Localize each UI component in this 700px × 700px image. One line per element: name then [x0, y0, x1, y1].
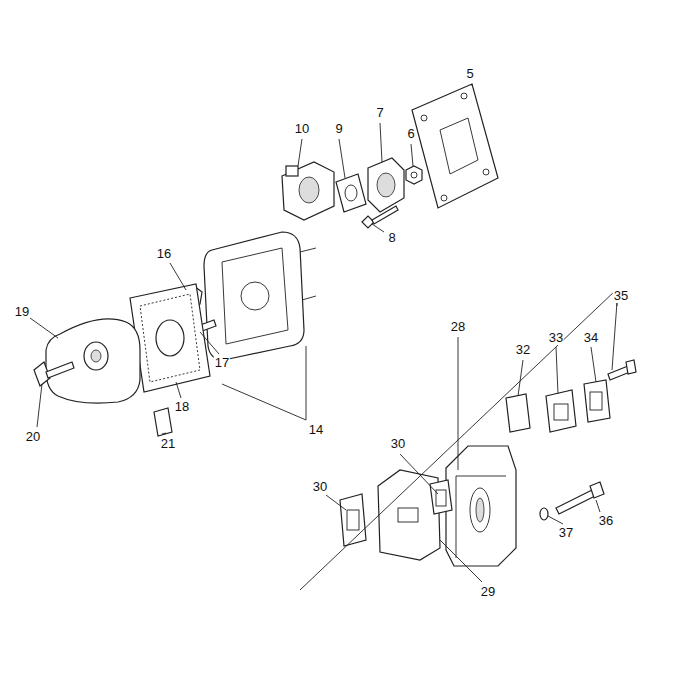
callout-number: 30	[312, 480, 328, 494]
callout-number: 37	[558, 526, 574, 540]
gasket	[340, 494, 366, 546]
plate	[546, 390, 576, 432]
callout-number: 17	[214, 356, 230, 370]
label-tag	[154, 408, 172, 436]
callout-number: 19	[14, 305, 30, 319]
callout-number: 9	[334, 122, 343, 136]
insulator	[368, 158, 404, 212]
bolt	[556, 490, 595, 514]
callout-number: 14	[308, 423, 324, 437]
callout-number: 35	[613, 289, 629, 303]
muffler	[446, 446, 516, 566]
callout-number: 33	[548, 331, 564, 345]
callout-number: 7	[375, 106, 384, 120]
air-cleaner-case	[204, 232, 304, 360]
callout-number: 18	[174, 400, 190, 414]
carburetor	[282, 162, 334, 220]
callout-number: 32	[515, 343, 531, 357]
callout-number: 5	[465, 67, 474, 81]
callout-number: 6	[406, 127, 415, 141]
callout-number: 21	[160, 437, 176, 451]
gasket	[430, 480, 452, 514]
plate	[506, 394, 530, 432]
callout-number: 16	[156, 247, 172, 261]
callout-number: 10	[294, 122, 310, 136]
plate	[584, 380, 610, 422]
air-cleaner-cover	[46, 319, 140, 403]
nut	[406, 166, 422, 184]
callout-number: 34	[583, 331, 599, 345]
callout-number: 30	[390, 437, 406, 451]
filter	[130, 284, 210, 392]
callout-number: 28	[450, 320, 466, 334]
leader-line	[30, 84, 617, 590]
callout-number: 8	[387, 231, 396, 245]
callout-number: 29	[480, 585, 496, 599]
bolt	[372, 206, 398, 224]
callout-number: 36	[598, 514, 614, 528]
gasket	[412, 84, 498, 208]
callout-number: 20	[25, 430, 41, 444]
washer	[540, 508, 548, 520]
gasket	[336, 174, 366, 212]
